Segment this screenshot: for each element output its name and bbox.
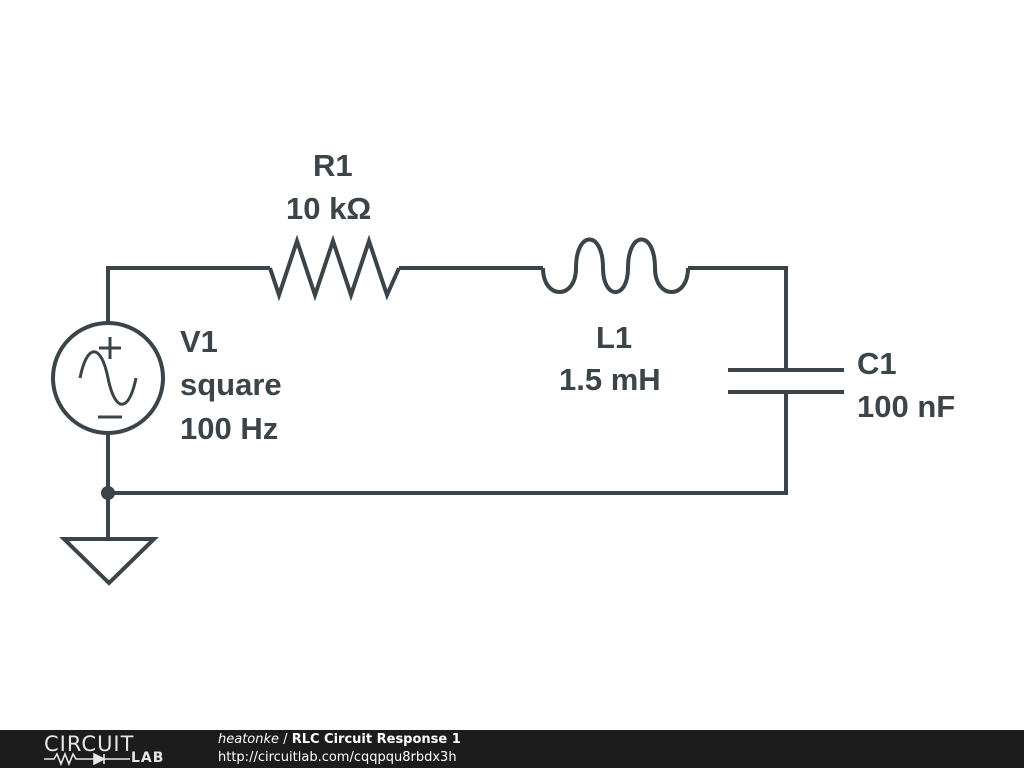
v1-type-label: square xyxy=(180,367,282,402)
circuit-schematic xyxy=(51,234,844,586)
l1-value-label: 1.5 mH xyxy=(559,362,661,397)
plus-sign-icon xyxy=(99,337,121,359)
logo-circuit-text: CIRCUIT xyxy=(44,732,135,756)
voltage-source-v1 xyxy=(51,321,165,435)
v1-name-label: V1 xyxy=(180,324,218,359)
footer-title-line: heatonke / RLC Circuit Response 1 xyxy=(218,732,461,748)
wire-top-right xyxy=(688,266,788,370)
wire-top-left xyxy=(106,266,270,323)
ground-symbol xyxy=(59,537,159,586)
c1-value-label: 100 nF xyxy=(857,389,956,424)
footer-bar: CIRCUIT LAB heatonke / RLC Circuit Respo… xyxy=(0,730,1024,768)
title-separator: / xyxy=(279,732,292,747)
inductor-l1 xyxy=(541,237,690,294)
circuit-title: RLC Circuit Response 1 xyxy=(291,732,461,747)
wire-bottom xyxy=(106,392,788,495)
resistor-r1 xyxy=(268,234,401,302)
author-link[interactable]: heatonke xyxy=(218,732,280,747)
v1-frequency-label: 100 Hz xyxy=(180,411,279,446)
r1-name-label: R1 xyxy=(313,148,353,183)
sine-wave-icon xyxy=(78,350,138,406)
logo-lab-text: LAB xyxy=(131,750,165,766)
logo-resistor-diode-icon xyxy=(44,752,130,766)
c1-name-label: C1 xyxy=(857,346,897,381)
junction-dot xyxy=(101,486,115,500)
r1-value-label: 10 kΩ xyxy=(286,191,372,226)
l1-name-label: L1 xyxy=(596,320,633,355)
circuit-url-link[interactable]: http://circuitlab.com/cqqpqu8rbdx3h xyxy=(218,750,457,765)
